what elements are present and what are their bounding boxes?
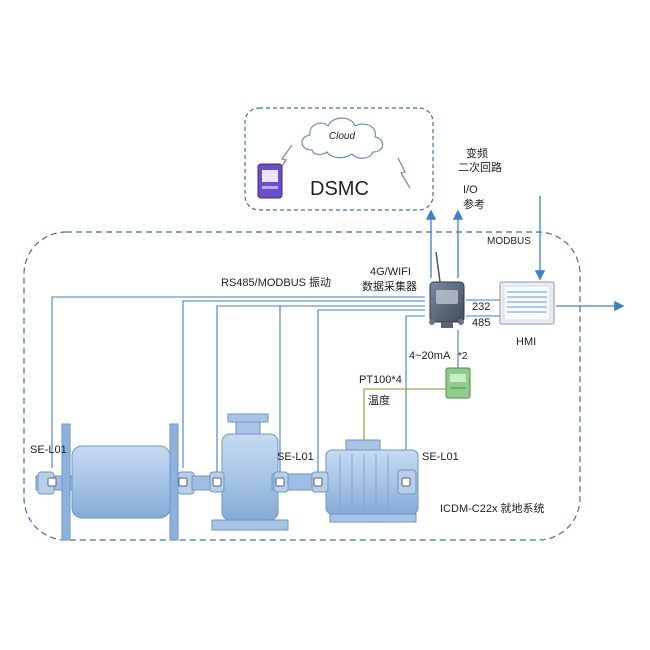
platform-label: DSMC xyxy=(310,178,369,200)
modbus-label: MODBUS xyxy=(487,236,531,247)
hmi-label: HMI xyxy=(516,336,536,348)
sensor-label-middle: SE-L01 xyxy=(277,451,314,463)
system-name-label: ICDM-C22x 就地系统 xyxy=(440,501,545,515)
temperature-label: 温度 xyxy=(368,393,390,407)
server-device-icon xyxy=(257,163,283,199)
rs485-vibration-label: RS485/MODBUS 振动 xyxy=(221,275,331,289)
data-collector-device xyxy=(429,251,465,328)
drum-machine xyxy=(35,423,195,541)
io-label-2: 参考 xyxy=(463,197,485,211)
collector-label-1: 4G/WIFI xyxy=(370,266,411,278)
rs485-bus-lines xyxy=(51,296,500,478)
hmi-screen xyxy=(499,281,555,325)
pt100-wire xyxy=(363,388,446,444)
cloud-system-box: Cloud DSMC xyxy=(244,107,434,211)
cloud-icon: Cloud xyxy=(301,117,384,159)
port-232-label: 232 xyxy=(472,301,490,313)
vibration-sensors xyxy=(47,477,411,487)
pump-machine xyxy=(191,413,323,531)
io-label-1: I/O xyxy=(463,184,478,196)
current-count-label: *2 xyxy=(458,351,468,362)
vfd-secondary-label-2: 二次回路 xyxy=(458,160,502,174)
current-signal-label: 4~20mA xyxy=(409,350,451,362)
pt100-label: PT100*4 xyxy=(359,374,402,386)
local-system-boundary xyxy=(23,231,581,541)
sensor-label-left: SE-L01 xyxy=(30,444,67,456)
collector-label-2: 数据采集器 xyxy=(362,279,417,293)
sensor-label-right: SE-L01 xyxy=(422,451,459,463)
cloud-label: Cloud xyxy=(329,131,356,142)
port-485-label: 485 xyxy=(472,317,490,329)
vfd-secondary-label-1: 变频 xyxy=(466,146,488,160)
temperature-transmitter xyxy=(445,367,471,399)
